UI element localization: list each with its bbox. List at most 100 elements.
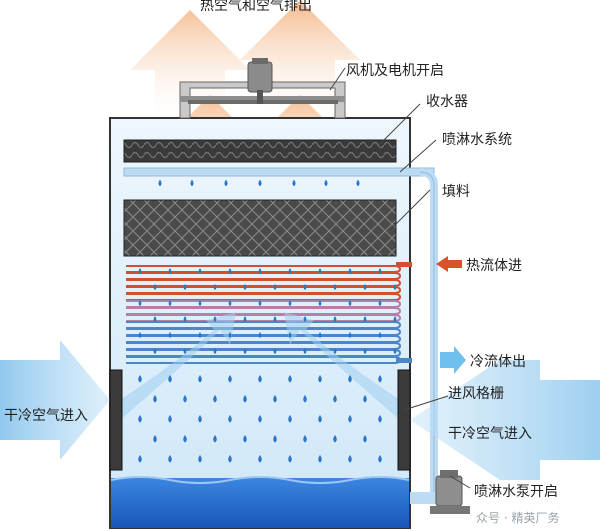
water-drop (183, 316, 187, 322)
inner-airflow (120, 312, 400, 420)
coil-tube (126, 342, 402, 350)
coil-tube (126, 328, 402, 336)
water-drop (273, 284, 277, 290)
label-drift-eliminator: 收水器 (426, 94, 468, 110)
coil-tube (126, 349, 402, 357)
water-drop (258, 415, 262, 423)
water-drop (138, 300, 142, 306)
water-drop (138, 415, 142, 423)
water-drop (258, 332, 262, 338)
water-drop (303, 284, 307, 290)
label-fill: 填料 (442, 184, 470, 200)
fill-pack (123, 199, 397, 257)
water-drop (168, 375, 172, 383)
water-drop (393, 316, 397, 322)
water-drop (348, 268, 352, 274)
water-drop (228, 375, 232, 383)
water-drop (213, 316, 217, 322)
water-drop (333, 435, 337, 443)
label-fan: 风机及电机开启 (346, 63, 444, 79)
water-drop (168, 415, 172, 423)
water-drop (356, 179, 360, 187)
water-drop (333, 395, 337, 403)
water-drop (273, 435, 277, 443)
water-drop (273, 348, 277, 354)
water-drop (243, 316, 247, 322)
water-drop (393, 284, 397, 290)
water-drop (348, 300, 352, 306)
water-drop (258, 268, 262, 274)
water-drop (273, 395, 277, 403)
water-drop (138, 268, 142, 274)
label-cold-fluid-out: 冷流体出 (470, 354, 526, 370)
water-drop (228, 300, 232, 306)
label-top-exhaust: 热空气和空气排出 (200, 0, 312, 14)
label-spray-pump: 喷淋水泵开启 (474, 484, 558, 500)
water-drop (198, 300, 202, 306)
water-droplets (138, 179, 397, 463)
water-drop (168, 332, 172, 338)
water-drop (303, 316, 307, 322)
water-drop (198, 375, 202, 383)
water-drop (303, 395, 307, 403)
water-drop (288, 375, 292, 383)
water-drop (292, 179, 296, 187)
water-drop (228, 415, 232, 423)
inlet-louver-right (397, 369, 411, 471)
water-drop (138, 375, 142, 383)
water-drop (348, 375, 352, 383)
water-drop (258, 179, 262, 187)
label-hot-fluid-in: 热流体进 (466, 258, 522, 274)
water-drop (153, 348, 157, 354)
water-drop (258, 375, 262, 383)
inlet-louver-left (109, 369, 123, 471)
water-drop (228, 332, 232, 338)
water-drop (190, 179, 194, 187)
label-dry-air-right: 干冷空气进入 (448, 426, 532, 442)
water-drop (243, 395, 247, 403)
water-drop (273, 316, 277, 322)
water-drop (183, 395, 187, 403)
label-inlet-louver: 进风格栅 (448, 386, 504, 402)
spray-pump (410, 470, 470, 514)
water-drop (198, 332, 202, 338)
water-drop (198, 415, 202, 423)
water-drop (228, 268, 232, 274)
water-drop (288, 268, 292, 274)
leader-lines (329, 67, 471, 489)
water-drop (183, 348, 187, 354)
water-drop (318, 268, 322, 274)
water-drop (363, 284, 367, 290)
coil-tube (126, 307, 402, 315)
water-drop (183, 284, 187, 290)
water-drop (153, 284, 157, 290)
water-drop (288, 415, 292, 423)
water-drop (378, 415, 382, 423)
water-drop (303, 435, 307, 443)
fan-assembly (179, 58, 346, 119)
water-drop (318, 415, 322, 423)
water-drop (348, 332, 352, 338)
water-drop (363, 316, 367, 322)
coil-tube (126, 335, 402, 343)
water-drop (378, 268, 382, 274)
water-drop (198, 268, 202, 274)
water-drop (213, 395, 217, 403)
water-drop (378, 455, 382, 463)
water-drop (288, 455, 292, 463)
air-inlet-right-arrow (410, 360, 600, 480)
water-drop (168, 300, 172, 306)
water-drop (213, 435, 217, 443)
label-spray-system: 喷淋水系统 (442, 132, 512, 148)
water-drop (258, 455, 262, 463)
water-drop (243, 348, 247, 354)
coil-tube (126, 272, 402, 280)
water-drop (348, 415, 352, 423)
hot-fluid-in-arrow (436, 256, 462, 272)
water-drop (228, 455, 232, 463)
water-drop (138, 332, 142, 338)
water-drop (138, 455, 142, 463)
water-drop (333, 284, 337, 290)
